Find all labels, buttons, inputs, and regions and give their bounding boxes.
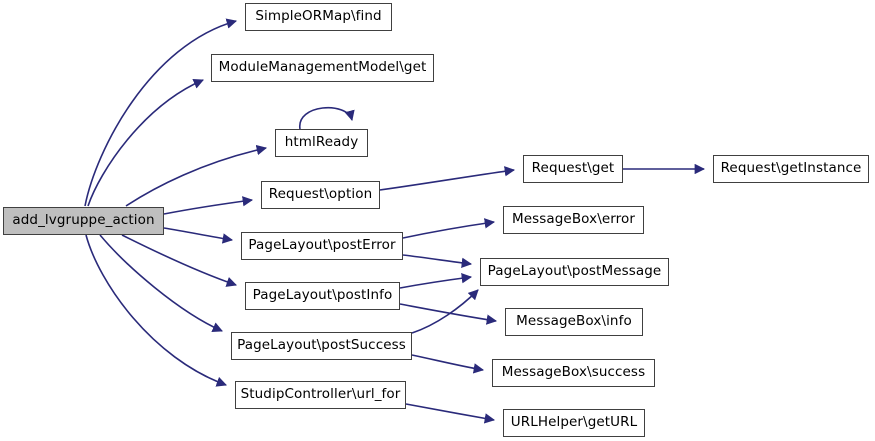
node-label: StudipController\url_for	[240, 386, 401, 403]
edge-add-lvgruppe-action-to-pagelayout-postinfo	[121, 234, 237, 287]
node-urlhelper-geturl[interactable]: URLHelper\getURL	[503, 409, 645, 437]
edge-add-lvgruppe-action-to-simpleormap-find	[84, 18, 238, 207]
edge-pagelayout-posterror-to-pagelayout-postmessage	[402, 254, 473, 268]
edge-studipcontroller-url-for-to-urlhelper-geturl	[405, 403, 496, 424]
node-request-getinstance[interactable]: Request\getInstance	[713, 155, 869, 183]
node-label: MessageBox\success	[501, 364, 646, 381]
edge-pagelayout-postinfo-to-pagelayout-postmessage	[399, 273, 473, 289]
node-messagebox-error[interactable]: MessageBox\error	[503, 206, 644, 234]
edge-add-lvgruppe-action-to-pagelayout-posterror	[163, 227, 234, 244]
edge-add-lvgruppe-action-to-request-option	[163, 196, 254, 215]
node-label: URLHelper\getURL	[510, 414, 638, 431]
node-request-option[interactable]: Request\option	[261, 181, 380, 209]
edge-add-lvgruppe-action-to-htmlready	[125, 144, 268, 207]
node-label: Request\get	[531, 160, 615, 177]
node-pagelayout-postmessage[interactable]: PageLayout\postMessage	[480, 258, 669, 286]
edge-add-lvgruppe-action-to-modulemanagementmodel-get	[87, 78, 204, 207]
edge-request-option-to-request-get	[379, 166, 516, 191]
node-pagelayout-postinfo[interactable]: PageLayout\postInfo	[245, 282, 400, 310]
node-messagebox-info[interactable]: MessageBox\info	[505, 308, 643, 336]
edge-pagelayout-postsuccess-to-messagebox-success	[411, 354, 485, 374]
node-label: htmlReady	[284, 134, 359, 151]
node-pagelayout-postsuccess[interactable]: PageLayout\postSuccess	[231, 332, 412, 360]
node-messagebox-success[interactable]: MessageBox\success	[492, 359, 655, 387]
node-label: PageLayout\postInfo	[252, 287, 393, 304]
edge-htmlready-self-loop	[299, 106, 355, 130]
node-label: Request\getInstance	[720, 160, 862, 177]
edge-pagelayout-posterror-to-messagebox-error	[402, 218, 496, 239]
node-label: PageLayout\postSuccess	[237, 337, 406, 354]
edge-pagelayout-postsuccess-to-pagelayout-postmessage	[411, 289, 479, 334]
node-label: SimpleORMap\find	[255, 8, 382, 25]
edge-add-lvgruppe-action-to-studipcontroller-url-for	[85, 234, 227, 387]
node-label: Request\option	[268, 186, 373, 203]
node-label: MessageBox\info	[516, 313, 632, 330]
node-pagelayout-posterror[interactable]: PageLayout\postError	[241, 232, 403, 260]
node-label: add_lvgruppe_action	[12, 212, 155, 229]
edge-pagelayout-postinfo-to-messagebox-info	[399, 303, 498, 325]
node-modulemanagementmodel-get[interactable]: ModuleManagementModel\get	[211, 54, 434, 82]
node-add-lvgruppe-action[interactable]: add_lvgruppe_action	[3, 207, 164, 235]
node-label: MessageBox\error	[511, 211, 636, 228]
node-label: PageLayout\postMessage	[487, 263, 662, 280]
node-request-get[interactable]: Request\get	[523, 155, 623, 183]
node-simpleormap-find[interactable]: SimpleORMap\find	[245, 3, 392, 31]
edge-add-lvgruppe-action-to-pagelayout-postsuccess	[99, 234, 223, 332]
node-label: PageLayout\postError	[248, 237, 396, 254]
node-label: ModuleManagementModel\get	[218, 59, 427, 76]
node-htmlready[interactable]: htmlReady	[275, 129, 368, 157]
node-studipcontroller-url-for[interactable]: StudipController\url_for	[235, 381, 406, 409]
